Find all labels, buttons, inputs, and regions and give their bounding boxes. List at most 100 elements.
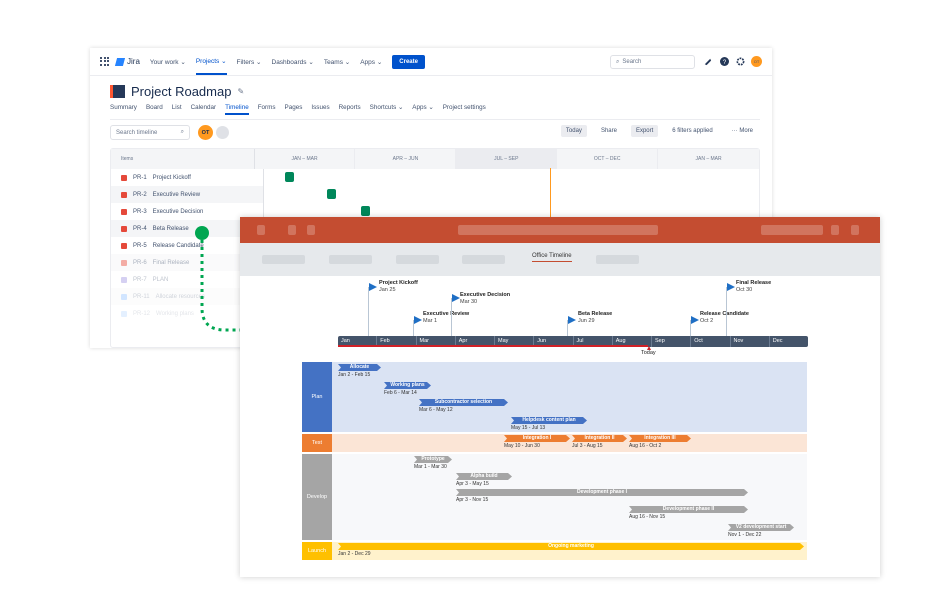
nav-projects[interactable]: Projects ⌄ [195, 49, 227, 75]
tab-timeline[interactable]: Timeline [225, 104, 249, 115]
top-navigation: Jira Your work ⌄ Projects ⌄ Filters ⌄ Da… [90, 48, 772, 76]
window-button [831, 225, 839, 235]
tab-reports[interactable]: Reports [338, 104, 361, 111]
window-button [307, 225, 315, 235]
task-icon [121, 310, 127, 317]
settings-icon[interactable] [736, 57, 745, 66]
ribbon-tab[interactable] [462, 255, 505, 264]
milestone-flag-icon [414, 316, 422, 324]
search-input[interactable]: ⌕Search [610, 55, 695, 69]
tab-summary[interactable]: Summary [110, 104, 137, 111]
task-bar[interactable]: V2 development start [728, 524, 794, 531]
task-bar[interactable]: Subcontractor selection [419, 399, 508, 406]
window-button [288, 225, 296, 235]
share-button[interactable]: Share [600, 128, 617, 134]
task-bar[interactable]: Integration II [572, 435, 627, 442]
task-bar[interactable]: Alpha build [456, 473, 512, 480]
timeline-toolbar: Today Share Export 6 filters applied ···… [560, 125, 758, 137]
window-button [851, 225, 859, 235]
task-bar[interactable]: Ongoing marketing [338, 543, 804, 550]
today-label: Today [641, 350, 656, 356]
tab-calendar[interactable]: Calendar [190, 104, 217, 111]
task-bar[interactable]: Working plans [384, 382, 431, 389]
milestone-marker[interactable] [327, 189, 336, 199]
issue-type-icon [121, 242, 127, 249]
task-bar[interactable]: Prototype [414, 456, 452, 463]
ribbon-tab[interactable] [396, 255, 439, 264]
tab-apps[interactable]: Apps ⌄ [412, 104, 434, 111]
issue-type-icon [121, 225, 127, 232]
issue-type-icon [121, 174, 127, 181]
task-bar[interactable]: Integration III [629, 435, 691, 442]
app-switcher-icon[interactable] [100, 56, 110, 67]
ribbon-tab[interactable] [329, 255, 372, 264]
milestone-marker[interactable] [285, 172, 294, 182]
connector-dot [195, 226, 209, 240]
milestone-flag-icon [369, 283, 377, 291]
help-icon[interactable]: ? [720, 57, 729, 66]
account-placeholder [761, 225, 823, 235]
task-bar[interactable]: Allocate resources [338, 364, 381, 371]
notification-icon[interactable] [703, 57, 712, 66]
milestone-flag-icon [452, 294, 460, 302]
milestone-marker[interactable] [361, 206, 370, 216]
add-people-icon[interactable] [216, 126, 229, 139]
swimlane-develop: Develop Prototype Mar 1 - Mar 30 Alpha b… [302, 454, 807, 540]
ribbon-tabs: Office Timeline [240, 243, 880, 276]
epic-icon [121, 276, 127, 283]
filters-button[interactable]: 6 filters applied [672, 128, 713, 134]
ribbon-tab[interactable] [262, 255, 305, 264]
more-button[interactable]: ··· More [731, 128, 753, 134]
task-bar[interactable]: Development phase II [629, 506, 748, 513]
task-bar[interactable]: Integration I [504, 435, 570, 442]
tab-list[interactable]: List [171, 104, 182, 111]
search-timeline-input[interactable]: Search timeline⌕ [110, 125, 190, 140]
search-icon: ⌕ [616, 58, 620, 65]
task-bar[interactable]: Development phase I [456, 489, 748, 496]
tab-project-settings[interactable]: Project settings [442, 104, 486, 111]
tab-office-timeline[interactable]: Office Timeline [532, 253, 572, 262]
tab-shortcuts[interactable]: Shortcuts ⌄ [369, 104, 404, 111]
project-tabs: Summary Board List Calendar Timeline For… [110, 104, 760, 120]
avatar[interactable]: OT [198, 125, 213, 140]
nav-teams[interactable]: Teams ⌄ [323, 58, 351, 66]
jira-logo[interactable]: Jira [114, 57, 140, 66]
page-title: Project Roadmap✎ [110, 84, 244, 99]
ribbon-tab[interactable] [596, 255, 639, 264]
today-button[interactable]: Today [560, 125, 587, 137]
milestone-flag-icon [727, 283, 735, 291]
swimlane-launch: Launch Ongoing marketing Jan 2 - Dec 29 [302, 542, 807, 560]
tab-pages[interactable]: Pages [284, 104, 303, 111]
tab-forms[interactable]: Forms [257, 104, 276, 111]
user-avatar[interactable]: OT [751, 56, 762, 67]
nav-apps[interactable]: Apps ⌄ [360, 58, 383, 66]
nav-dashboards[interactable]: Dashboards ⌄ [271, 58, 314, 66]
pin-icon[interactable]: ✎ [237, 87, 245, 96]
milestone-flag-icon [691, 316, 699, 324]
create-button[interactable]: Create [392, 54, 425, 69]
nav-filters[interactable]: Filters ⌄ [236, 58, 262, 66]
progress-bar [338, 345, 648, 347]
today-line [550, 168, 551, 218]
tab-issues[interactable]: Issues [311, 104, 330, 111]
task-icon [121, 293, 127, 300]
task-bar[interactable]: Helpdesk content plan [511, 417, 587, 424]
swimlane-test: Test Integration I May 10 - Jun 30 Integ… [302, 434, 807, 452]
nav-your-work[interactable]: Your work ⌄ [149, 58, 186, 66]
issue-type-icon [121, 259, 127, 266]
tab-board[interactable]: Board [145, 104, 163, 111]
issue-type-icon [121, 191, 127, 198]
timeline-header: Items JAN – MAR APR – JUN JUL – SEP OCT … [111, 149, 759, 169]
export-button[interactable]: Export [630, 125, 659, 137]
